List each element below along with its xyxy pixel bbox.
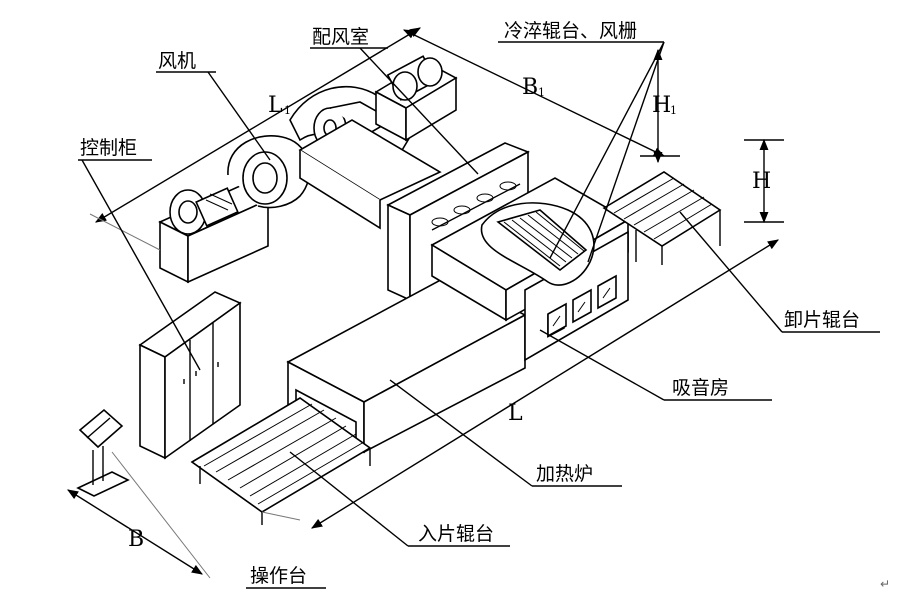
label-fan: 风机 xyxy=(158,50,196,72)
dim-L: L xyxy=(508,401,523,426)
dim-B1-sub: 1 xyxy=(538,86,545,99)
leader-lines xyxy=(78,41,880,589)
dim-H1-sub: 1 xyxy=(670,104,677,117)
label-control-cabinet: 控制柜 xyxy=(80,137,137,159)
control-cabinet xyxy=(138,291,242,460)
label-heating-furnace: 加热炉 xyxy=(536,463,593,485)
label-air-distribution-room: 配风室 xyxy=(312,26,369,48)
labels: 风机 配风室 冷淬辊台、风栅 控制柜 卸片辊台 吸音房 加热炉 入片辊台 操作台… xyxy=(80,20,890,591)
dim-L1: L xyxy=(268,93,283,118)
dim-B1: B xyxy=(522,75,538,100)
label-operating-console: 操作台 xyxy=(250,565,307,587)
dimension-lines xyxy=(67,27,784,579)
label-unloading-roller-table: 卸片辊台 xyxy=(784,309,860,331)
label-quench-roller-grid: 冷淬辊台、风栅 xyxy=(504,20,637,42)
dim-B: B xyxy=(128,527,144,552)
dim-H1: H xyxy=(652,93,671,118)
operating-console xyxy=(76,408,130,497)
fan-left xyxy=(158,185,270,284)
fan-right xyxy=(374,55,458,142)
label-loading-roller-table: 入片辊台 xyxy=(418,523,494,545)
label-sound-absorbing-room: 吸音房 xyxy=(672,377,729,399)
return-mark: ↵ xyxy=(880,577,890,591)
dim-H: H xyxy=(752,169,771,194)
dim-L1-sub: 1 xyxy=(284,104,291,117)
